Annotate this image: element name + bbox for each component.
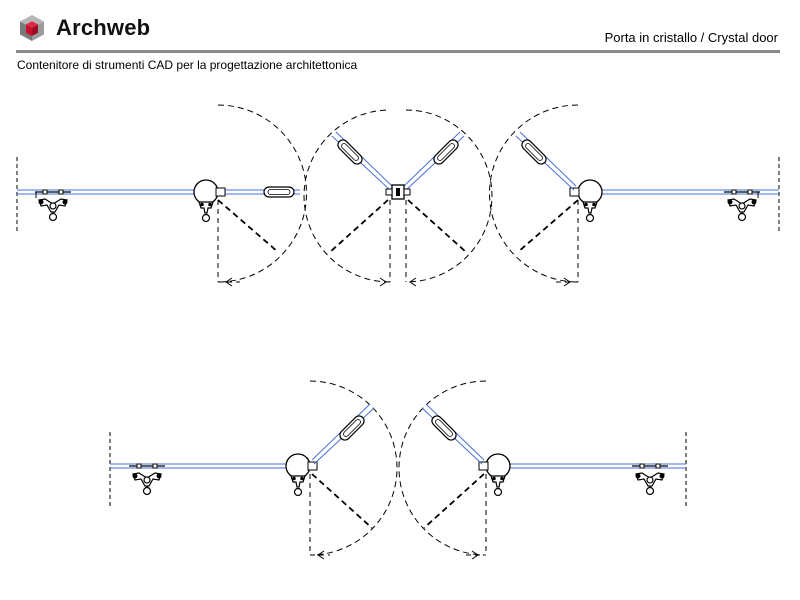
door-handle: [433, 139, 459, 165]
swing-arc: [405, 109, 493, 283]
swing-arc: [398, 380, 487, 556]
header-divider: [16, 50, 780, 53]
door-handle: [263, 186, 295, 198]
swing-arc: [303, 109, 391, 283]
spider-fitting: [631, 463, 669, 496]
door-handle: [337, 139, 363, 165]
door-handle: [521, 139, 547, 165]
brand-name: Archweb: [56, 15, 151, 40]
swing-arc: [489, 104, 579, 283]
door-handle: [339, 415, 365, 441]
cube-logo-icon: [20, 15, 44, 41]
plan-top-row: [16, 104, 780, 287]
page-title: Porta in cristallo / Crystal door: [604, 30, 778, 45]
page-subtitle: Contenitore di strumenti CAD per la prog…: [17, 58, 358, 72]
swing-arc: [217, 104, 307, 283]
pivot-hinge: [485, 453, 511, 479]
archweb-logo[interactable]: Archweb: [18, 14, 150, 42]
header: Archweb Porta in cristallo / Crystal doo…: [0, 0, 800, 56]
plan-bottom-row: [109, 380, 687, 560]
spider-fitting: [128, 463, 166, 496]
pivot-hinge: [193, 179, 219, 205]
pivot-hinge: [577, 179, 603, 205]
hinge-fitting: [198, 201, 214, 223]
hinge-fitting: [582, 201, 598, 223]
pivot-hinge: [285, 453, 311, 479]
hinge-fitting: [490, 475, 506, 497]
hinge-fitting: [290, 475, 306, 497]
door-leaf-closed: [217, 199, 279, 253]
spider-fitting: [723, 189, 761, 222]
door-handle: [431, 415, 457, 441]
spider-fitting: [34, 189, 72, 222]
swing-arc: [309, 380, 398, 556]
